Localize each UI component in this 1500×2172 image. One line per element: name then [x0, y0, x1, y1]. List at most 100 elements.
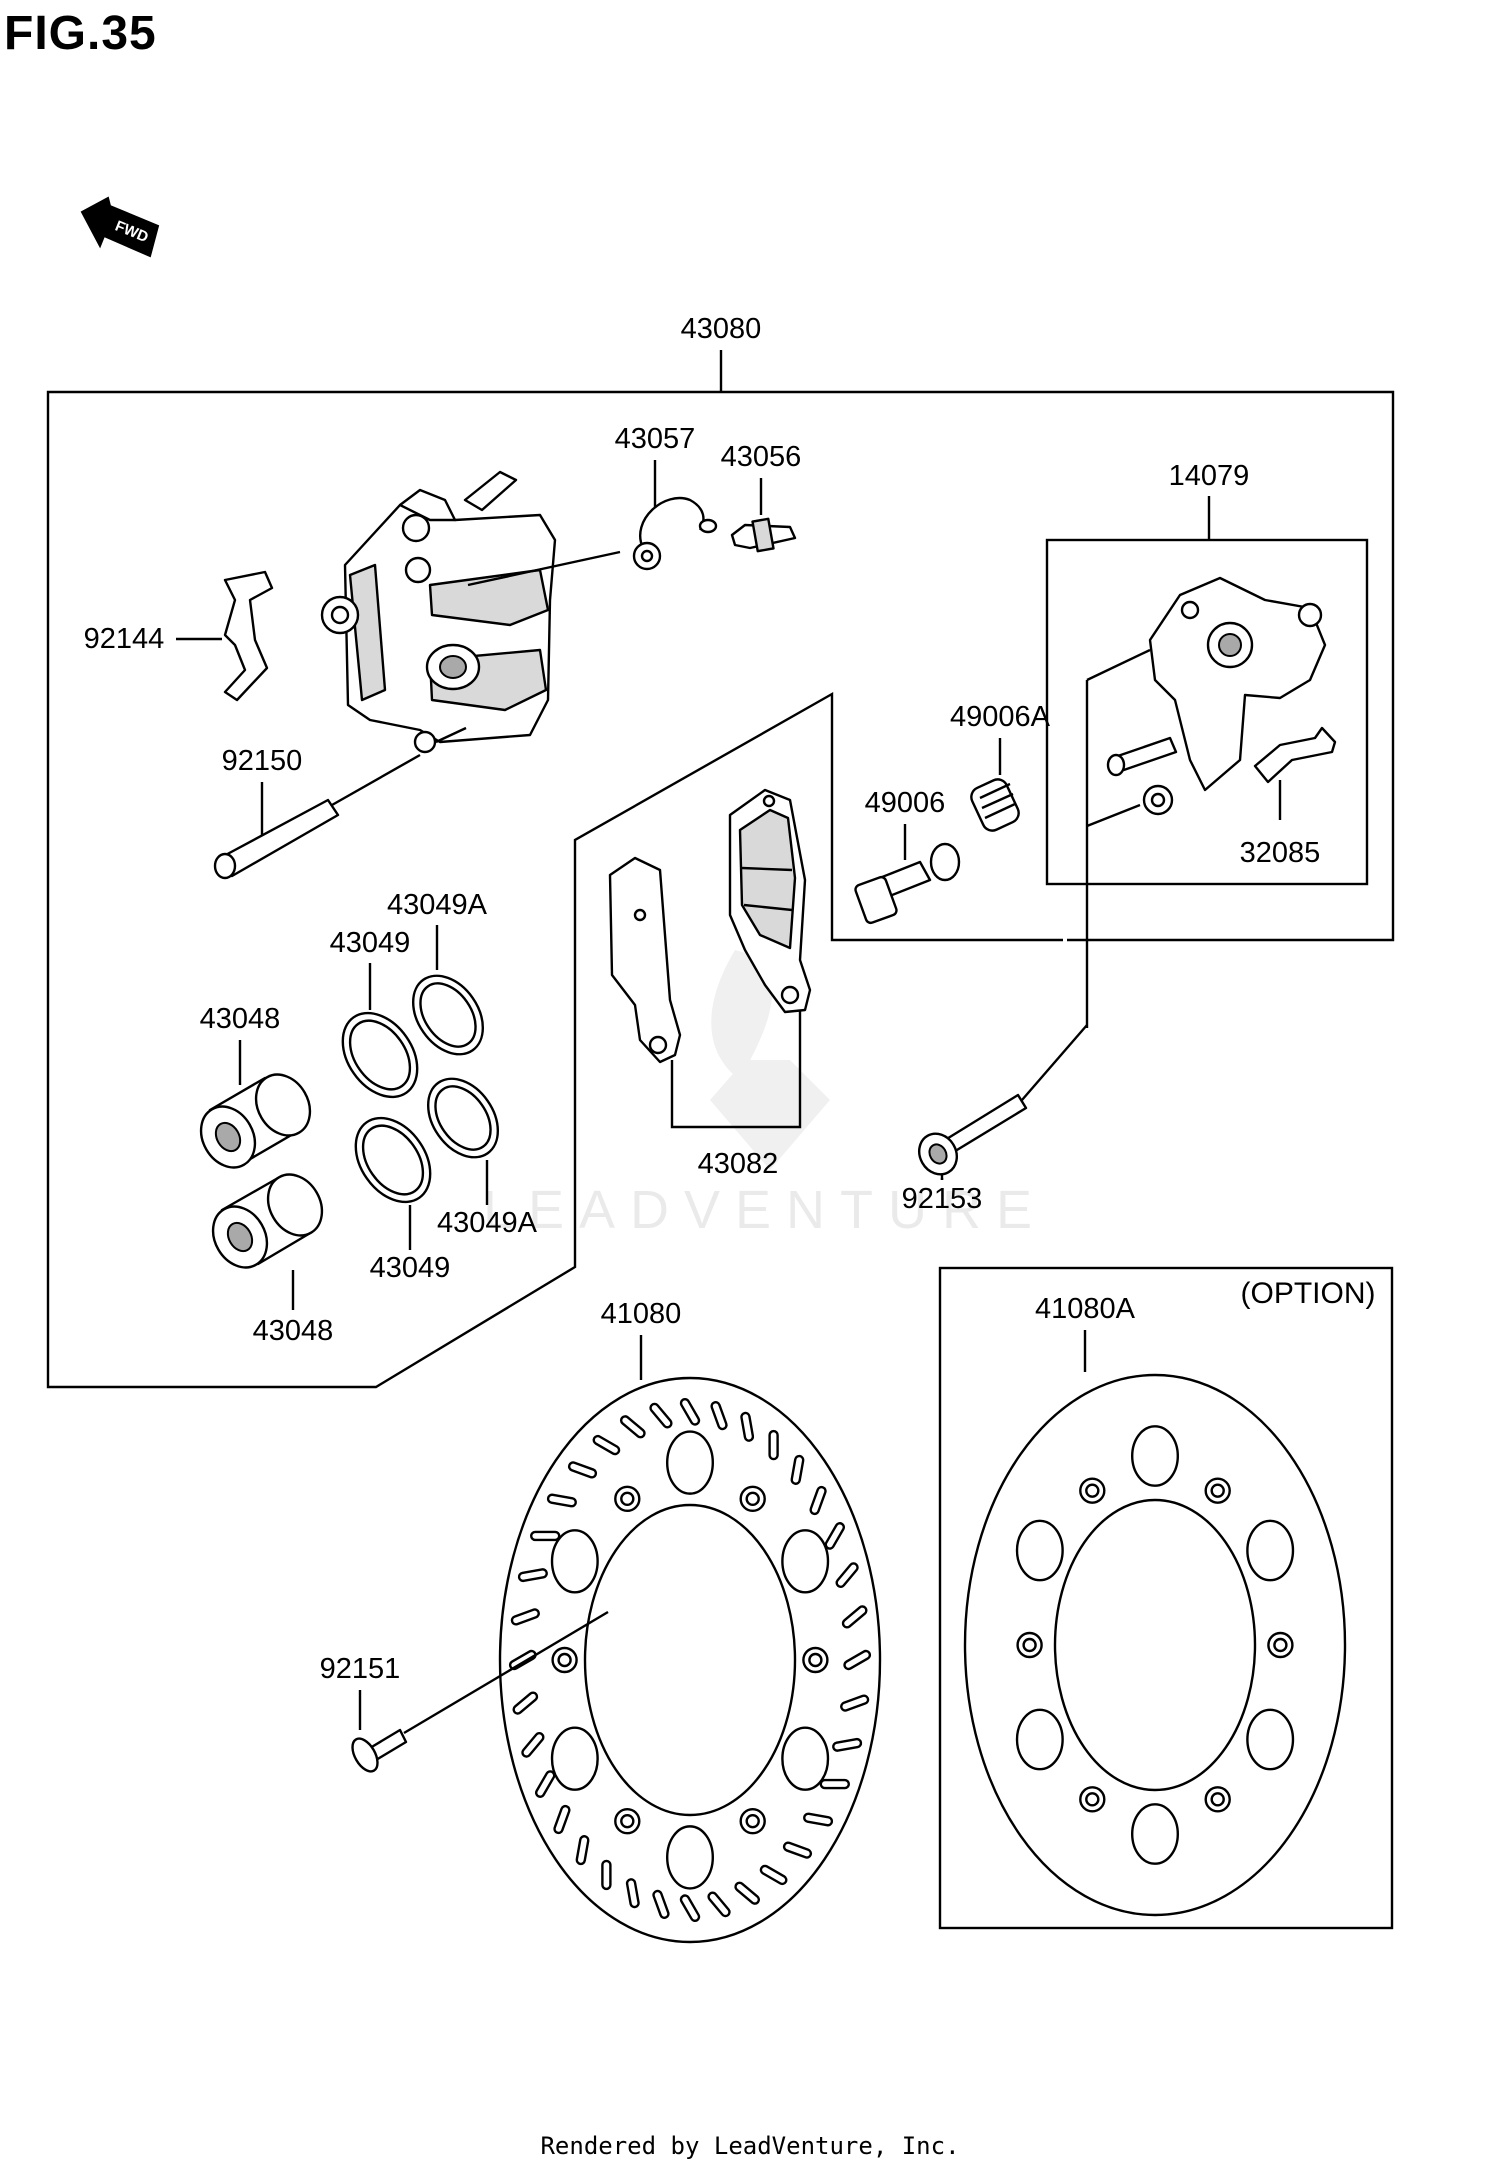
- disc-vent-slot: [782, 1841, 813, 1859]
- label-41080A: 41080A: [1035, 1293, 1136, 1325]
- disc-vent-slot: [710, 1401, 728, 1431]
- piston-seal-43049-top: [341, 1011, 419, 1099]
- disc-window: [550, 1726, 599, 1791]
- disc-vent-slot: [649, 1402, 673, 1429]
- brake-pads-43082: [608, 788, 812, 1064]
- bleeder-valve-43056: [730, 517, 797, 553]
- label-43049-top: 43049: [330, 927, 411, 959]
- label-92153: 92153: [902, 1183, 983, 1215]
- caliper-bracket-14079: [1085, 576, 1327, 1028]
- disc-bolt-hole-inner: [1273, 1637, 1288, 1653]
- figure-title: FIG.35: [4, 7, 157, 60]
- label-43049A-top: 43049A: [387, 889, 488, 921]
- disc-vent-slot: [841, 1605, 868, 1629]
- bracket-subframe: [1045, 538, 1369, 886]
- disc-window: [550, 1529, 599, 1594]
- boot-49006A: [970, 778, 1020, 832]
- label-14079: 14079: [1169, 460, 1250, 492]
- disc-vent-slot: [740, 1411, 755, 1442]
- disc-vent-slot: [508, 1649, 537, 1671]
- label-92144: 92144: [84, 623, 165, 655]
- disc-vent-slot: [840, 1694, 870, 1712]
- disc-vent-slot: [546, 1493, 577, 1508]
- disc-bolt-hole-inner: [620, 1813, 635, 1829]
- disc-vent-slot: [530, 1530, 561, 1542]
- disc-window: [1130, 1803, 1179, 1865]
- dust-seal-43049A-top: [411, 974, 485, 1056]
- label-43056: 43056: [721, 441, 802, 473]
- disc-window: [781, 1726, 830, 1791]
- disc-window: [1015, 1708, 1064, 1771]
- disc-vent-slot: [835, 1562, 859, 1588]
- disc-vent-slot: [575, 1835, 590, 1866]
- disc-vent-slot: [512, 1691, 539, 1715]
- pad-spring-32085: [1253, 726, 1337, 784]
- disc-vent-slot: [521, 1732, 545, 1758]
- label-43057: 43057: [615, 423, 696, 455]
- fwd-arrow-icon: [80, 196, 160, 258]
- disc-window: [666, 1430, 715, 1495]
- label-49006A: 49006A: [950, 701, 1051, 733]
- bracket-pin-49006: [854, 842, 961, 925]
- disc-vent-slot: [679, 1397, 701, 1426]
- bleeder-cap-43057: [632, 497, 718, 571]
- disc-vent-slot: [843, 1649, 872, 1671]
- option-label: (OPTION): [1241, 1277, 1376, 1310]
- disc-vent-slot: [832, 1737, 863, 1752]
- disc-bolt-hole-inner: [557, 1652, 572, 1668]
- piston-43048-bottom: [211, 1173, 324, 1269]
- disc-bolt-hole-inner: [1085, 1792, 1100, 1807]
- leader-43082: [670, 1010, 802, 1129]
- disc-bolt-hole-inner: [745, 1813, 760, 1829]
- label-41080: 41080: [601, 1298, 682, 1330]
- label-32085: 32085: [1240, 837, 1321, 869]
- disc-bolt-hole-inner: [1210, 1792, 1225, 1807]
- disc-window: [1246, 1708, 1295, 1771]
- label-43080: 43080: [681, 313, 762, 345]
- disc-bolt-hole-inner: [1022, 1637, 1037, 1653]
- disc-vent-slot: [819, 1778, 850, 1790]
- disc-vent-slot: [517, 1568, 548, 1583]
- disc-window: [1130, 1425, 1179, 1487]
- label-92151: 92151: [320, 1653, 401, 1685]
- disc-vent-slot: [625, 1878, 640, 1909]
- disc-vent-slot: [535, 1770, 556, 1798]
- disc-vent-slot: [652, 1889, 670, 1919]
- disc-vent-slot: [601, 1859, 612, 1891]
- disc-vent-slot: [592, 1434, 621, 1456]
- bracket-bolt-92153: [918, 1024, 1088, 1176]
- pad-spring-92144: [223, 570, 274, 702]
- disc-vent-slot: [734, 1881, 761, 1905]
- disc-window: [1015, 1519, 1064, 1582]
- piston-43048-top: [199, 1073, 312, 1169]
- disc-bolt-hole-inner: [1085, 1483, 1100, 1498]
- disc-window: [666, 1825, 715, 1890]
- option-box: [938, 1266, 1394, 1930]
- disc-window: [1246, 1519, 1295, 1582]
- disc-vent-slot: [707, 1891, 731, 1918]
- caliper-body: [320, 470, 621, 754]
- label-43049A-bottom: 43049A: [437, 1207, 538, 1239]
- disc-vent-slot: [619, 1415, 646, 1439]
- disc-vent-slot: [553, 1804, 571, 1835]
- disc-bolt-hole-inner: [620, 1491, 635, 1507]
- fwd-badge: FWD: [80, 196, 160, 258]
- brake-disc-41080: [498, 1376, 882, 1944]
- disc-vent-slot: [803, 1812, 834, 1827]
- disc-vent-slot: [679, 1894, 701, 1923]
- disc-vent-slot: [510, 1608, 540, 1626]
- disc-bolt-hole-inner: [1210, 1483, 1225, 1498]
- label-43048-bottom: 43048: [253, 1315, 334, 1347]
- caliper-assembly-frame: [46, 390, 1395, 1389]
- disc-vent-slot: [824, 1522, 845, 1550]
- dust-seal-43049A-bottom: [426, 1077, 500, 1159]
- disc-vent-slot: [768, 1429, 779, 1461]
- disc-window: [781, 1529, 830, 1594]
- brake-disc-41080A: [963, 1373, 1347, 1917]
- disc-bolt-92151: [351, 1610, 609, 1773]
- disc-vent-slot: [809, 1485, 827, 1516]
- disc-vent-slot: [790, 1454, 805, 1485]
- label-43048-top: 43048: [200, 1003, 281, 1035]
- piston-seal-43049-bottom: [354, 1116, 432, 1204]
